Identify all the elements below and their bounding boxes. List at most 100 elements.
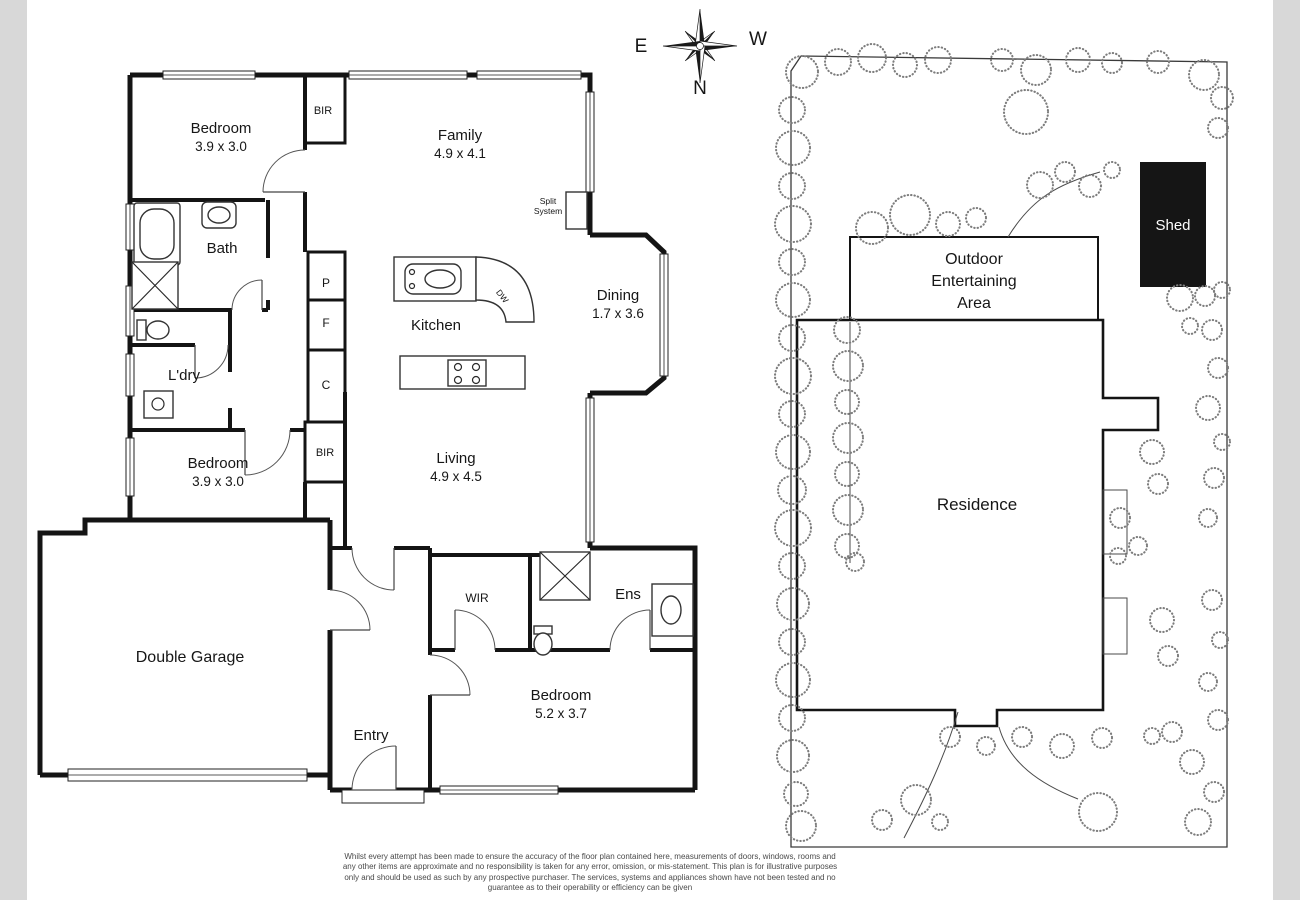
tree-icon: [1178, 748, 1206, 776]
tree-icon: [773, 508, 813, 548]
tree-icon: [777, 171, 807, 201]
tree-icon: [1142, 726, 1162, 746]
bathtub-icon: [133, 202, 181, 266]
room-dims-bedroom1: 3.9 x 3.0: [195, 139, 247, 154]
label-split-line1: Split: [540, 196, 557, 206]
tree-icon: [1077, 173, 1103, 199]
tree-icon: [1138, 438, 1166, 466]
room-label-ldry: L'dry: [168, 367, 201, 384]
tree-icon: [1127, 535, 1149, 557]
tree-icon: [1206, 116, 1230, 140]
tree-icon: [899, 783, 933, 817]
tree-icon: [774, 433, 812, 471]
tree-icon: [773, 356, 813, 396]
outdoor-area-outline: [849, 236, 1099, 321]
left-margin-strip: [0, 0, 27, 900]
label-pantry: P: [322, 276, 330, 290]
tree-icon: [1146, 472, 1170, 496]
ens-toilet-icon: [533, 625, 553, 656]
tree-icon: [975, 735, 997, 757]
tree-icon: [774, 281, 812, 319]
tree-icon: [777, 399, 807, 429]
tree-icon: [1210, 630, 1230, 650]
kitchen-bench: [399, 355, 526, 390]
tree-icon: [833, 388, 861, 416]
tree-icon: [777, 627, 807, 657]
tree-icon: [775, 586, 811, 622]
tree-icon: [1212, 280, 1232, 300]
shed-outline: [1140, 162, 1206, 287]
disclaimer-text: Whilst every attempt has been made to en…: [342, 852, 838, 893]
room-label-family: Family: [438, 127, 483, 144]
tree-icon: [831, 493, 865, 527]
tree-icon: [1010, 725, 1034, 749]
label-cupboard: C: [322, 378, 331, 392]
room-label-bedroom3: Bedroom: [531, 687, 592, 704]
tree-icon: [930, 812, 950, 832]
tree-icon: [777, 323, 807, 353]
compass-label-north: N: [693, 78, 707, 99]
tree-icon: [1090, 726, 1114, 750]
residence-bay1: [1102, 489, 1128, 555]
kitchen-island: [393, 256, 477, 302]
tree-icon: [1197, 671, 1219, 693]
compass-cardinal-points: [662, 8, 738, 84]
room-label-garage: Double Garage: [136, 649, 245, 666]
tree-icon: [1200, 588, 1224, 612]
residence-outline: [795, 318, 1160, 728]
garden-path-top: [1007, 171, 1101, 238]
garden-path-bottom-right: [998, 726, 1079, 800]
wall-bir1: [303, 77, 347, 145]
garden-trees: [773, 42, 1235, 843]
tree-icon: [1077, 791, 1119, 833]
room-dims-bedroom3: 5.2 x 3.7: [535, 706, 587, 721]
outdoor-label-line3: Area: [957, 295, 991, 312]
room-label-wir: WIR: [465, 591, 489, 605]
garden-path-bottom-left: [903, 711, 959, 839]
tree-icon: [854, 210, 890, 246]
tree-icon: [1187, 58, 1221, 92]
tree-icon: [1193, 284, 1217, 308]
room-dims-bedroom2: 3.9 x 3.0: [192, 474, 244, 489]
tree-icon: [1102, 160, 1122, 180]
compass-label-east: E: [635, 36, 648, 57]
split-system-unit: [565, 191, 588, 230]
room-dims-family: 4.9 x 4.1: [434, 146, 486, 161]
tree-icon: [1212, 432, 1232, 452]
tree-icon: [1156, 644, 1180, 668]
tree-icon: [1206, 356, 1230, 380]
compass: E W N: [635, 8, 767, 99]
tree-icon: [1197, 507, 1219, 529]
site-labels: Shed Outdoor Entertaining Area Residence: [931, 217, 1190, 514]
room-label-bedroom2: Bedroom: [188, 455, 249, 472]
exterior-walls: [37, 72, 698, 793]
ens-vanity-icon: [651, 583, 694, 637]
label-split-line2: System: [534, 206, 562, 216]
room-label-entry: Entry: [353, 727, 389, 744]
tree-icon: [989, 47, 1015, 73]
entry-porch: [341, 789, 425, 804]
tree-icon: [1165, 283, 1195, 313]
room-label-bedroom1: Bedroom: [191, 120, 252, 137]
toilet-icon: [136, 319, 170, 341]
site-plan-layer: Shed Outdoor Entertaining Area Residence: [773, 42, 1235, 848]
tree-icon: [773, 204, 813, 244]
room-label-dining: Dining: [597, 287, 640, 304]
tree-icon: [1160, 720, 1184, 744]
tree-icon: [833, 532, 861, 560]
tree-icon: [1180, 316, 1200, 336]
tree-icon: [833, 460, 861, 488]
room-dims-dining: 1.7 x 3.6: [592, 306, 644, 321]
room-label-bir2: BIR: [316, 447, 334, 459]
laundry-trough-icon: [143, 390, 174, 419]
tree-icon: [777, 703, 807, 733]
tree-icon: [923, 45, 953, 75]
tree-icon: [823, 47, 853, 77]
tree-icon: [934, 210, 962, 238]
floor-plan-layer: Bedroom 3.9 x 3.0 BIR Family 4.9 x 4.1 S…: [37, 70, 698, 804]
wall-top-and-family-right: [130, 72, 593, 235]
tree-icon: [774, 129, 812, 167]
room-dims-living: 4.9 x 4.5: [430, 469, 482, 484]
tree-icon: [1148, 606, 1176, 634]
